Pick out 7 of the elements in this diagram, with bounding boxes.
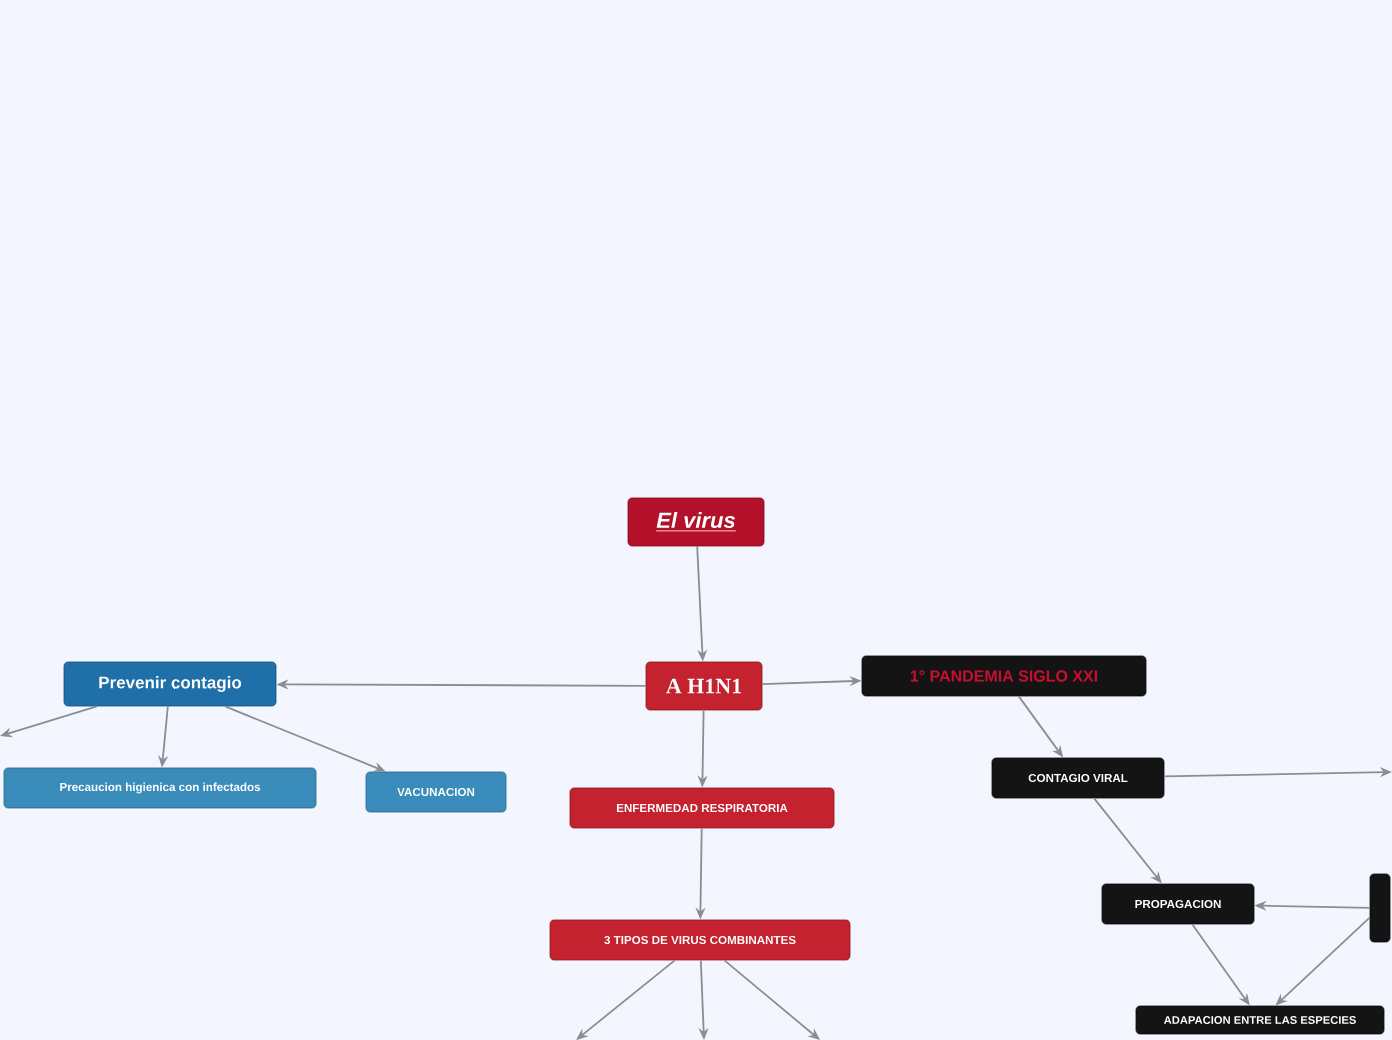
arrow	[723, 959, 820, 1040]
topic-box	[1369, 873, 1391, 943]
arrow	[576, 959, 676, 1040]
topic-box: Prevenir contagio	[63, 661, 277, 707]
topic-box: 1° PANDEMIA SIGLO XXI	[861, 655, 1147, 697]
title-box: El virus	[627, 497, 765, 547]
topic-box: A H1N1	[645, 661, 763, 711]
